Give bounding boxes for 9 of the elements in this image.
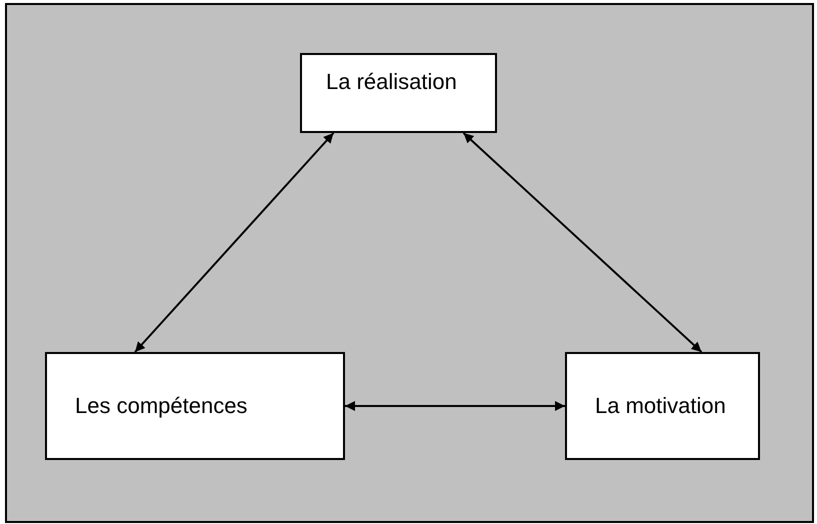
double-arrow: [345, 401, 565, 411]
box-label: La réalisation: [326, 69, 457, 95]
text-box: [300, 53, 497, 133]
text-box: [565, 352, 760, 460]
double-arrow: [134, 132, 334, 353]
box-label: Les compétences: [75, 393, 248, 419]
double-arrow: [462, 132, 702, 353]
box-label: La motivation: [595, 393, 726, 419]
text-box: [45, 352, 345, 460]
